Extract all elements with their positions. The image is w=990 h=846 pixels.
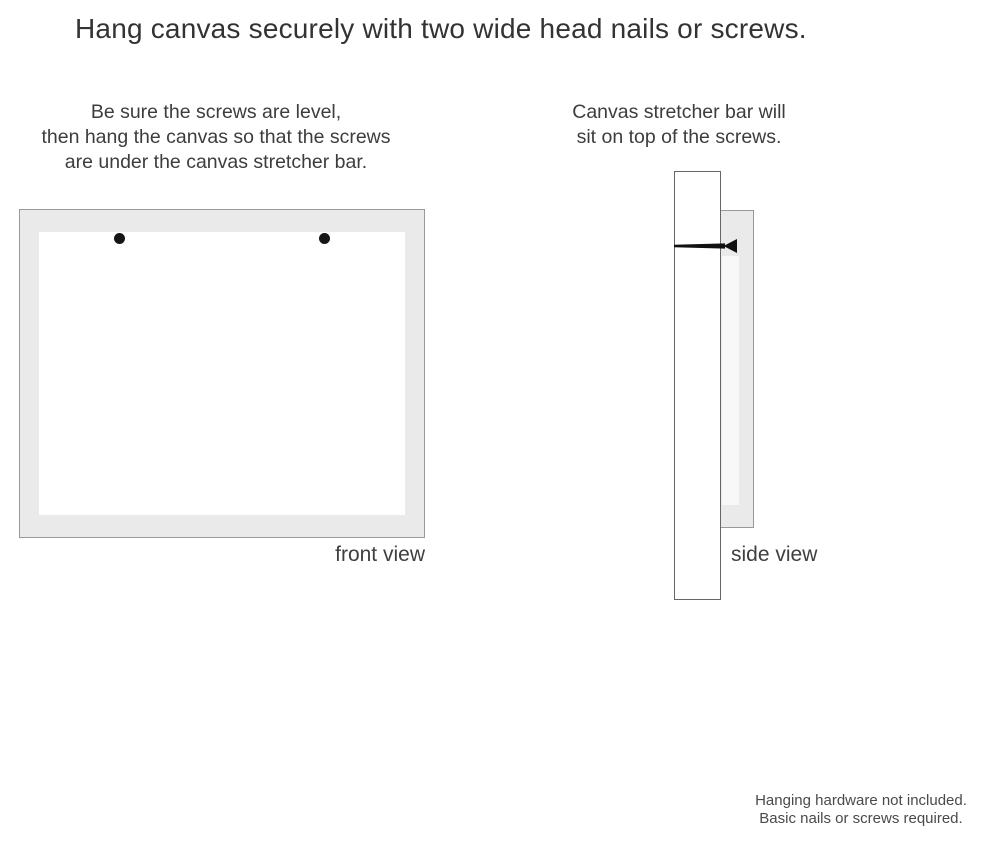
front-view-label: front view <box>335 543 425 566</box>
instruction-line: then hang the canvas so that the screws <box>41 126 391 148</box>
screw-dot-right <box>319 233 330 244</box>
front-view-canvas-face <box>39 232 405 515</box>
side-view-instructions: Canvas stretcher bar will sit on top of … <box>540 100 818 150</box>
side-view-canvas-recess <box>722 256 739 505</box>
page-title: Hang canvas securely with two wide head … <box>75 13 807 44</box>
instruction-line: sit on top of the screws. <box>576 126 782 148</box>
instruction-line: Canvas stretcher bar will <box>572 101 786 123</box>
instruction-line: are under the canvas stretcher bar. <box>64 151 368 173</box>
side-view-stretcher-bar <box>674 171 721 600</box>
front-view-instructions: Be sure the screws are level, then hang … <box>11 100 421 175</box>
instruction-line: Be sure the screws are level, <box>90 101 342 123</box>
hardware-footnote: Hanging hardware not included. Basic nai… <box>741 792 981 827</box>
nail-icon <box>674 239 737 253</box>
footnote-line: Basic nails or screws required. <box>759 809 963 827</box>
screw-dot-left <box>114 233 125 244</box>
footnote-line: Hanging hardware not included. <box>755 792 967 809</box>
side-view-label: side view <box>731 543 818 566</box>
